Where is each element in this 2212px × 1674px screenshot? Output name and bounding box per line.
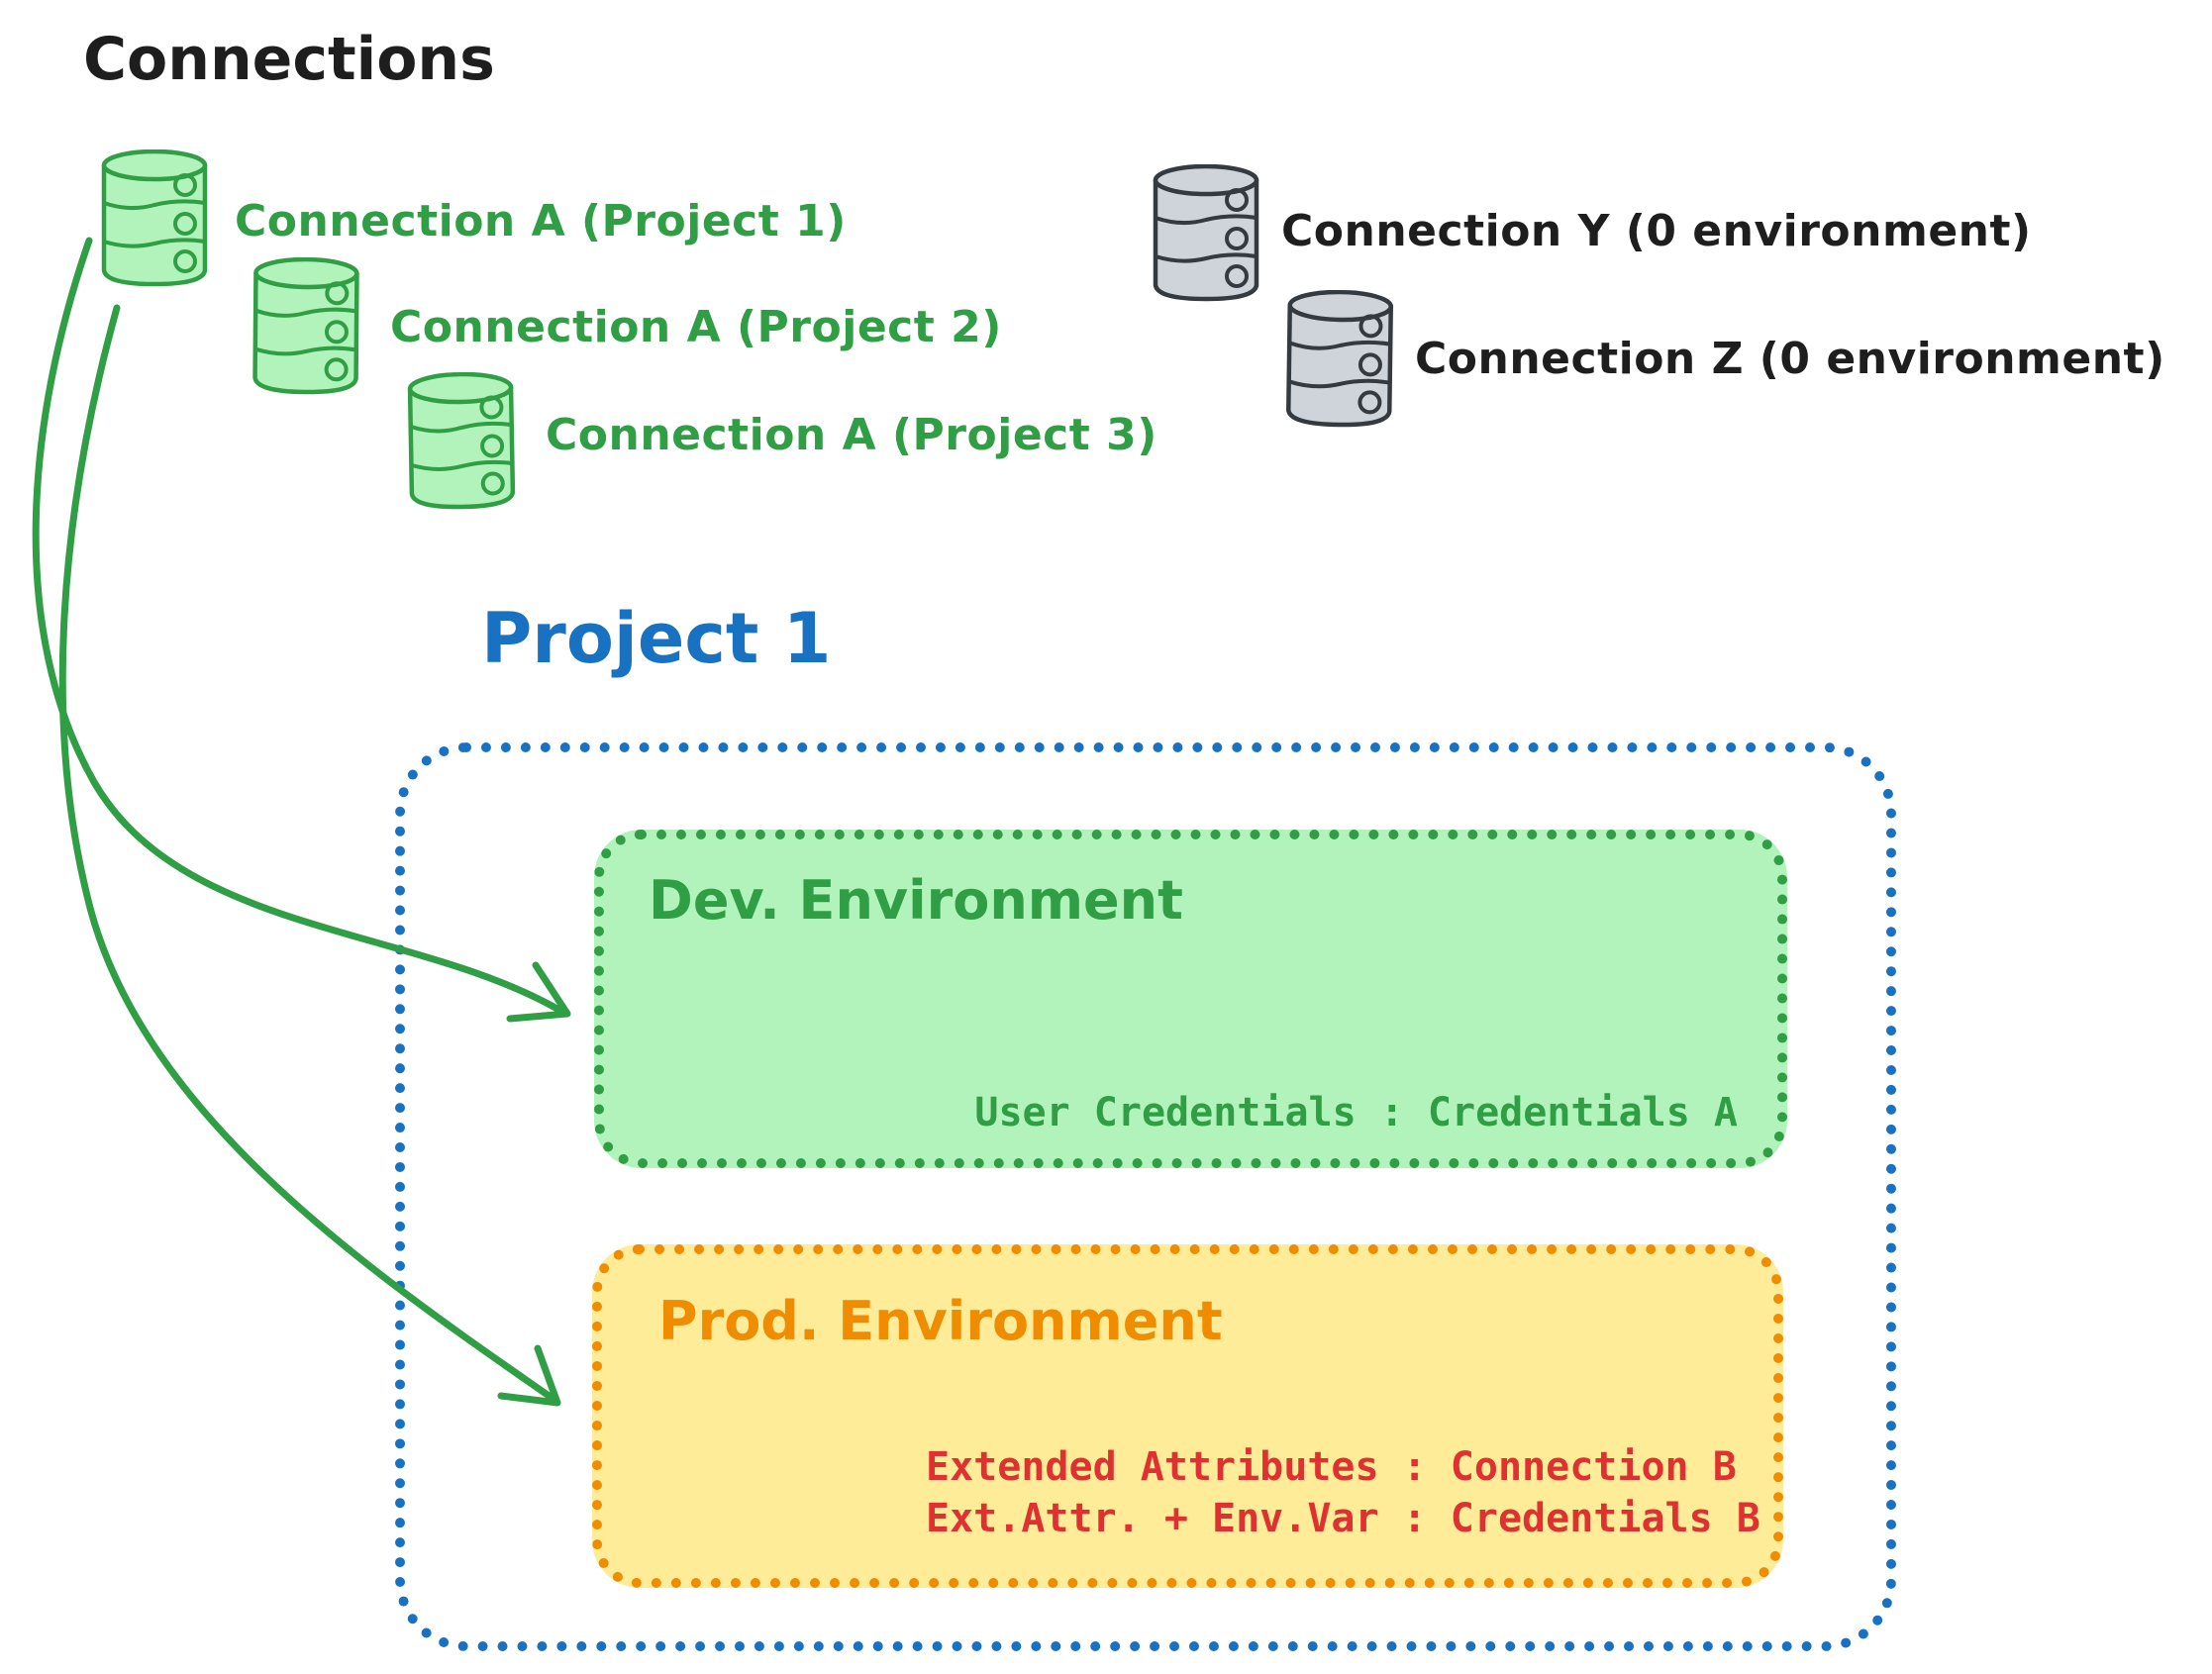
database-icon	[1283, 289, 1396, 430]
credential-mapping-line: Extended Attributes : Connection B	[926, 1444, 1737, 1490]
connection-label: Connection A (Project 1)	[235, 196, 847, 246]
dev-environment-title: Dev. Environment	[649, 869, 1183, 932]
project-title: Project 1	[481, 598, 832, 679]
credential-mapping-line: Ext.Attr. + Env.Var : Credentials B	[926, 1496, 1760, 1541]
page-title: Connections	[83, 25, 495, 94]
prod-environment-box: Prod. Environment Extended Attributes : …	[592, 1244, 1783, 1588]
prod-environment-details: Extended Attributes : Connection B Ext.A…	[926, 1441, 1760, 1544]
credential-mapping-line: User Credentials : Credentials A	[974, 1090, 1738, 1135]
dev-environment-box: Dev. Environment User Credentials : Cred…	[594, 830, 1787, 1168]
connection-label: Connection A (Project 3)	[546, 410, 1157, 460]
database-icon	[1151, 164, 1261, 303]
dev-environment-details: User Credentials : Credentials A	[974, 1087, 1738, 1138]
database-icon	[405, 371, 518, 512]
connection-label: Connection Y (0 environment)	[1281, 206, 2032, 256]
connection-label: Connection A (Project 2)	[390, 302, 1002, 352]
prod-environment-title: Prod. Environment	[658, 1290, 1223, 1352]
project-box: Dev. Environment User Credentials : Cred…	[395, 742, 1896, 1651]
database-icon	[250, 257, 361, 397]
connection-label: Connection Z (0 environment)	[1415, 334, 2165, 384]
database-icon	[99, 149, 210, 288]
